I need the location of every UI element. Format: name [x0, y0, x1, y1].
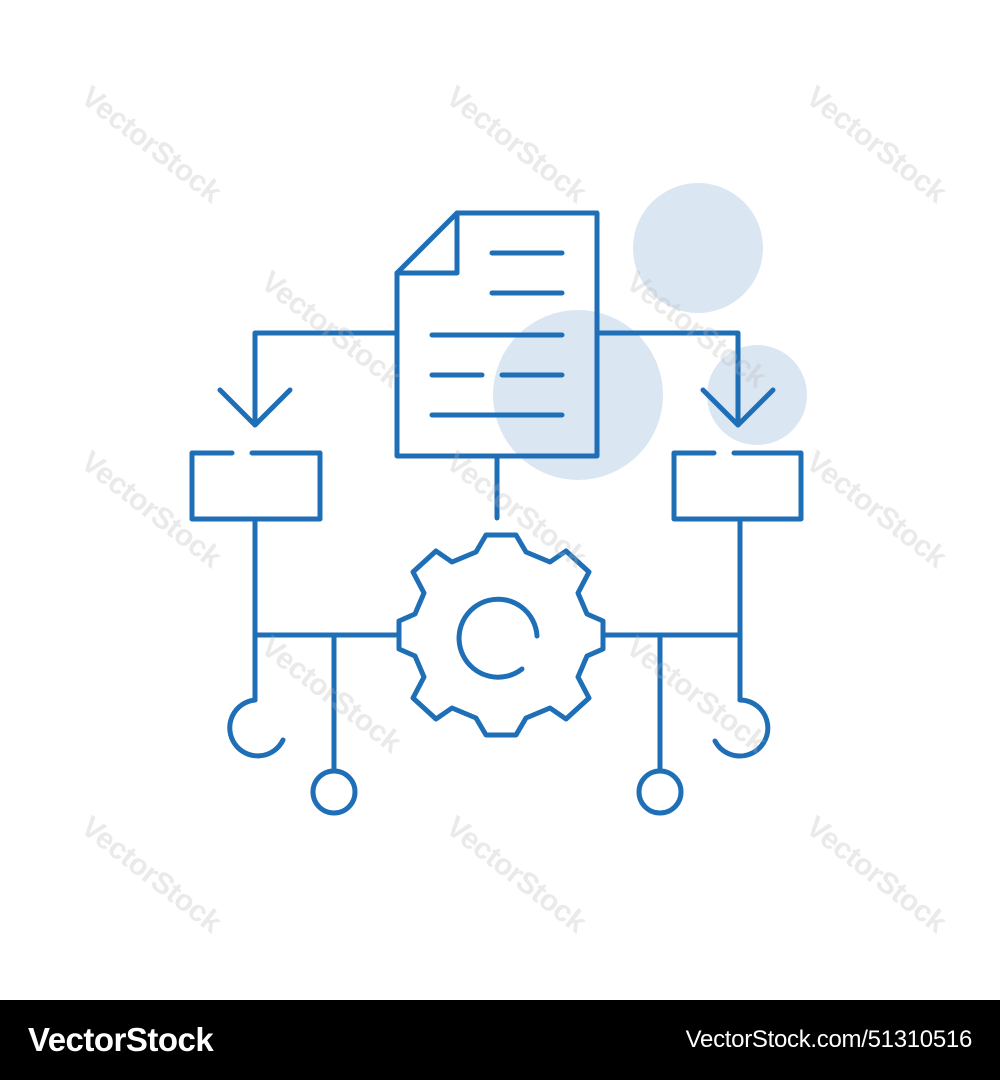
- right-process-box: [671, 450, 804, 522]
- connector-circle: [636, 768, 684, 816]
- workflow-process-icon: [189, 183, 807, 816]
- gear-icon: [396, 532, 606, 738]
- decorative-circle-large: [633, 183, 763, 313]
- right-output-connectors: [600, 516, 771, 816]
- left-output-connectors: [227, 516, 402, 816]
- arrow-down-icon: [217, 387, 293, 428]
- document-fold: [394, 210, 460, 276]
- left-process-box: [189, 450, 323, 522]
- right-connector-line: [594, 330, 741, 428]
- decorative-circle-medium: [493, 310, 663, 480]
- left-connector-line: [252, 330, 400, 428]
- brand-logo-text: VectorStock: [28, 1021, 214, 1058]
- gear-center-ring: [456, 596, 540, 680]
- connector-circle: [227, 697, 286, 759]
- footer-bar: VectorStock VectorStock.com/51310516: [0, 1000, 1000, 1080]
- connector-circle: [310, 768, 358, 816]
- gear-outline: [396, 532, 606, 738]
- arrow-down-icon: [700, 387, 776, 428]
- image-id-text: VectorStock.com/51310516: [685, 1026, 973, 1053]
- connector-circle: [712, 697, 771, 759]
